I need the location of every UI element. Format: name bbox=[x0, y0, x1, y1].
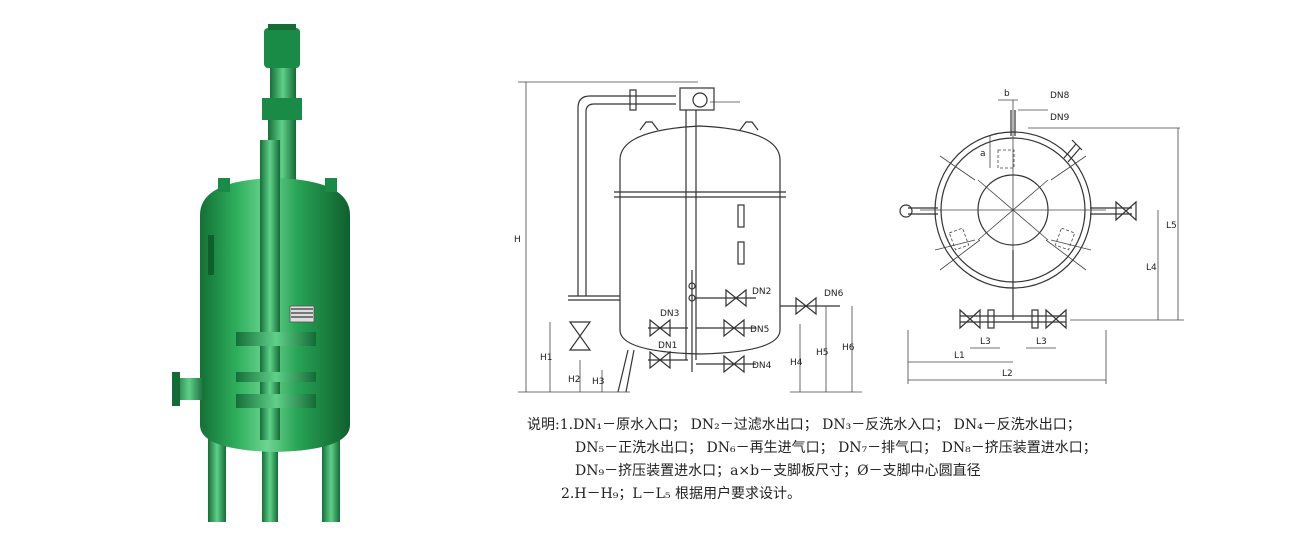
label-dn6: DN6 bbox=[824, 289, 844, 299]
label-dn5: DN5 bbox=[750, 325, 769, 335]
label-b: b bbox=[1004, 89, 1010, 99]
dim-h4: H4 bbox=[790, 358, 803, 368]
label-a: a bbox=[980, 149, 986, 159]
dim-l3a: L3 bbox=[980, 337, 991, 347]
dim-l3b: L3 bbox=[1036, 337, 1047, 347]
dim-h5: H5 bbox=[816, 348, 829, 358]
label-dn8: DN8 bbox=[1050, 91, 1070, 101]
top-manifold bbox=[679, 87, 715, 111]
label-dn3: DN3 bbox=[660, 309, 679, 319]
notes-row-4: 2.H－H₉；L－L₅ 根据用户要求设计。 bbox=[561, 486, 802, 502]
dim-h3: H3 bbox=[592, 377, 605, 387]
dim-h1: H1 bbox=[540, 353, 553, 363]
notes-block: 说明:1.DN₁－原水入口； DN₂－过滤水出口； DN₃－反洗水入口； DN₄… bbox=[527, 414, 1097, 506]
label-dn9: DN9 bbox=[1050, 113, 1070, 123]
dim-h: H bbox=[514, 235, 521, 245]
notes-row-1: 说明:1.DN₁－原水入口； DN₂－过滤水出口； DN₃－反洗水入口； DN₄… bbox=[527, 417, 1081, 433]
dim-l1: L1 bbox=[954, 351, 965, 361]
label-dn1: DN1 bbox=[658, 341, 677, 351]
plan-view-drawing: b a DN8 DN9 L5 L4 L3 L3 L1 L2 bbox=[899, 89, 1184, 384]
dim-l2: L2 bbox=[1002, 369, 1013, 379]
dim-l5: L5 bbox=[1166, 221, 1177, 231]
dim-l4: L4 bbox=[1146, 263, 1157, 273]
elevation-drawing: H DN2 DN6 DN5 DN3 DN1 DN4 bbox=[514, 81, 862, 393]
tank-shell bbox=[619, 125, 781, 355]
label-dn2: DN2 bbox=[752, 287, 771, 297]
tank-photo bbox=[172, 24, 350, 522]
notes-row-2: DN₅－正洗水出口； DN₆－再生进气口； DN₇－排气口； DN₈－挤压装置进… bbox=[575, 440, 1097, 456]
dim-h6: H6 bbox=[842, 343, 855, 353]
dim-h2: H2 bbox=[568, 375, 581, 385]
notes-row-3: DN₉－挤压装置进水口；a×b－支脚板尺寸；Ø－支脚中心圆直径 bbox=[575, 463, 981, 479]
label-dn4: DN4 bbox=[752, 361, 772, 371]
